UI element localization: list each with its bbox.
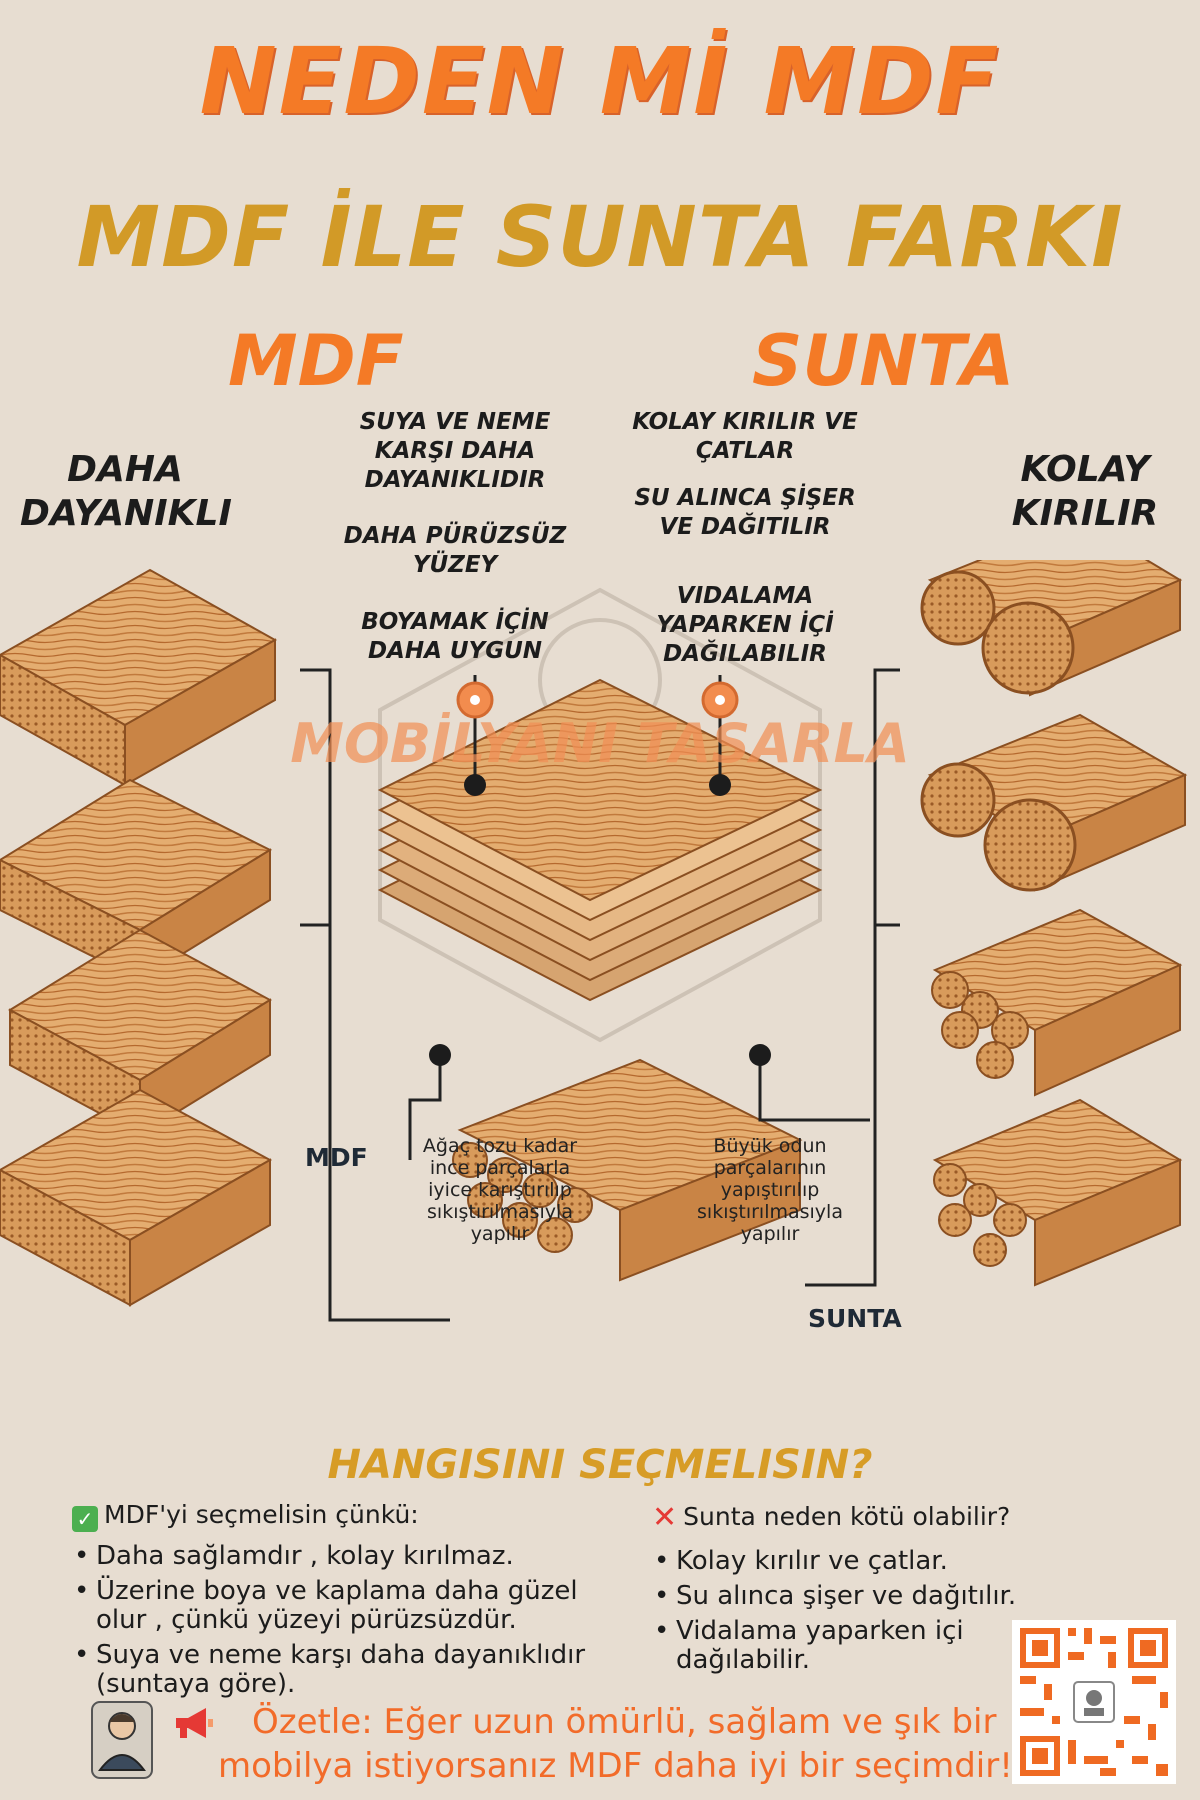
summary-text: Özetle: Eğer uzun ömürlü, sağlam ve şık … bbox=[218, 1702, 1013, 1786]
mdf-feature: DAHA PÜRÜZSÜZ YÜZEY bbox=[325, 522, 585, 580]
column-heading-sunta: SUNTA bbox=[752, 320, 1015, 402]
page-subtitle: MDF İLE SUNTA FARKI bbox=[76, 188, 1124, 286]
feature-line: DAĞILABILIR bbox=[663, 641, 827, 667]
feature-line: VE DAĞITILIR bbox=[659, 514, 831, 540]
feature-line: BOYAMAK İÇİN bbox=[361, 609, 549, 635]
connector-dot bbox=[749, 1044, 771, 1066]
mdf-reasons-list: Daha sağlamdır , kolay kırılmaz. Üzerine… bbox=[72, 1542, 612, 1699]
sunta-log-1 bbox=[920, 560, 1183, 697]
feature-line: KOLAY KIRILIR VE bbox=[632, 409, 858, 435]
list-item: Su alınca şişer ve dağıtılır. bbox=[652, 1582, 1022, 1612]
pin-icon bbox=[456, 681, 494, 719]
desc-line: sıkıştırılmasıyla bbox=[697, 1201, 843, 1223]
feature-line: DAHA PÜRÜZSÜZ bbox=[343, 523, 567, 549]
page-title: NEDEN Mİ MDF bbox=[199, 28, 1001, 135]
connector-dot bbox=[709, 774, 731, 796]
sunta-reasons-title-text: Sunta neden kötü olabilir? bbox=[683, 1502, 1011, 1531]
desc-line: Ağaç tozu kadar bbox=[422, 1135, 578, 1157]
sunta-log-4 bbox=[932, 1098, 1183, 1287]
desc-line: yapılır bbox=[740, 1223, 800, 1245]
sunta-log-pile bbox=[452, 1058, 803, 1282]
mdf-feature: BOYAMAK İÇİN DAHA UYGUN bbox=[325, 608, 585, 666]
desc-line: yapılır bbox=[470, 1223, 530, 1245]
megaphone-icon bbox=[176, 1708, 213, 1738]
desc-line: ince parçalarla bbox=[429, 1157, 571, 1179]
left-heading-line: DAYANIKLI bbox=[20, 493, 232, 534]
sunta-log-2 bbox=[920, 713, 1188, 892]
feature-line: YÜZEY bbox=[412, 552, 498, 578]
right-heading: KOLAY KIRILIR bbox=[985, 448, 1185, 536]
pin-icon bbox=[701, 681, 739, 719]
list-item: Üzerine boya ve kaplama daha güzel olur … bbox=[72, 1577, 612, 1635]
mdf-board-4 bbox=[0, 1088, 273, 1307]
desc-line: sıkıştırılmasıyla bbox=[427, 1201, 573, 1223]
mdf-board-3 bbox=[7, 928, 273, 1137]
mdf-reasons: ✓MDF'yi seçmelisin çünkü: Daha sağlamdır… bbox=[72, 1500, 612, 1705]
wood-illustration bbox=[0, 560, 1188, 1322]
sunta-reasons-list: Kolay kırılır ve çatlar. Su alınca şişer… bbox=[652, 1547, 1022, 1675]
feature-line: SUYA VE NEME bbox=[359, 409, 551, 435]
sunta-description: Büyük odun parçalarının yapıştırılıp sık… bbox=[650, 1135, 890, 1245]
list-item: Kolay kırılır ve çatlar. bbox=[652, 1547, 1022, 1577]
desc-line: yapıştırılıp bbox=[720, 1179, 820, 1201]
check-icon: ✓ bbox=[72, 1506, 98, 1532]
mdf-label: MDF bbox=[305, 1143, 368, 1172]
choose-heading: HANGISINI SEÇMELISIN? bbox=[327, 1442, 873, 1488]
right-heading-line: KOLAY bbox=[1020, 449, 1150, 490]
sunta-feature: KOLAY KIRILIR VE ÇATLAR bbox=[610, 408, 880, 466]
brand-watermark: MOBİLYANI TASARLA bbox=[290, 712, 910, 775]
column-heading-mdf: MDF bbox=[228, 320, 404, 402]
feature-line: DAYANIKLIDIR bbox=[364, 467, 546, 493]
left-heading: DAHA DAYANIKLI bbox=[20, 448, 232, 536]
mdf-feature: SUYA VE NEME KARŞI DAHA DAYANIKLIDIR bbox=[335, 408, 575, 495]
sunta-reasons-title: ✕Sunta neden kötü olabilir? bbox=[652, 1500, 1122, 1535]
desc-line: parçalarının bbox=[713, 1157, 827, 1179]
mdf-board-1 bbox=[0, 568, 278, 787]
connector-dot bbox=[464, 774, 486, 796]
sunta-feature: VIDALAMA YAPARKEN İÇİ DAĞILABILIR bbox=[625, 582, 865, 669]
sunta-feature: SU ALINCA ŞİŞER VE DAĞITILIR bbox=[610, 484, 880, 542]
sunta-log-3 bbox=[931, 908, 1183, 1097]
list-item: Vidalama yaparken içi dağılabilir. bbox=[652, 1617, 1022, 1675]
qr-code-icon bbox=[1012, 1620, 1176, 1784]
list-item: Suya ve neme karşı daha dayanıklıdır (su… bbox=[72, 1641, 612, 1699]
feature-line: KARŞI DAHA bbox=[374, 438, 536, 464]
right-heading-line: KIRILIR bbox=[1011, 493, 1159, 534]
cross-icon: ✕ bbox=[652, 1500, 678, 1535]
mdf-sheet-stack bbox=[377, 678, 823, 1002]
desc-line: Büyük odun bbox=[713, 1135, 827, 1157]
feature-line: ÇATLAR bbox=[695, 438, 795, 464]
sunta-reasons: ✕Sunta neden kötü olabilir? Kolay kırılı… bbox=[652, 1500, 1122, 1681]
carpenter-avatar-icon bbox=[91, 1701, 153, 1779]
feature-line: SU ALINCA ŞİŞER bbox=[634, 485, 856, 511]
connector-dot bbox=[429, 1044, 451, 1066]
desc-line: iyice karıştırılıp bbox=[428, 1179, 572, 1201]
feature-line: DAHA UYGUN bbox=[367, 638, 543, 664]
mdf-reasons-title: ✓MDF'yi seçmelisin çünkü: bbox=[72, 1500, 612, 1532]
sunta-label: SUNTA bbox=[808, 1304, 902, 1333]
left-heading-line: DAHA bbox=[67, 449, 183, 490]
mdf-description: Ağaç tozu kadar ince parçalarla iyice ka… bbox=[380, 1135, 620, 1245]
mdf-reasons-title-text: MDF'yi seçmelisin çünkü: bbox=[104, 1500, 419, 1529]
feature-line: VIDALAMA bbox=[676, 583, 814, 609]
feature-line: YAPARKEN İÇİ bbox=[656, 612, 834, 638]
list-item: Daha sağlamdır , kolay kırılmaz. bbox=[72, 1542, 612, 1572]
